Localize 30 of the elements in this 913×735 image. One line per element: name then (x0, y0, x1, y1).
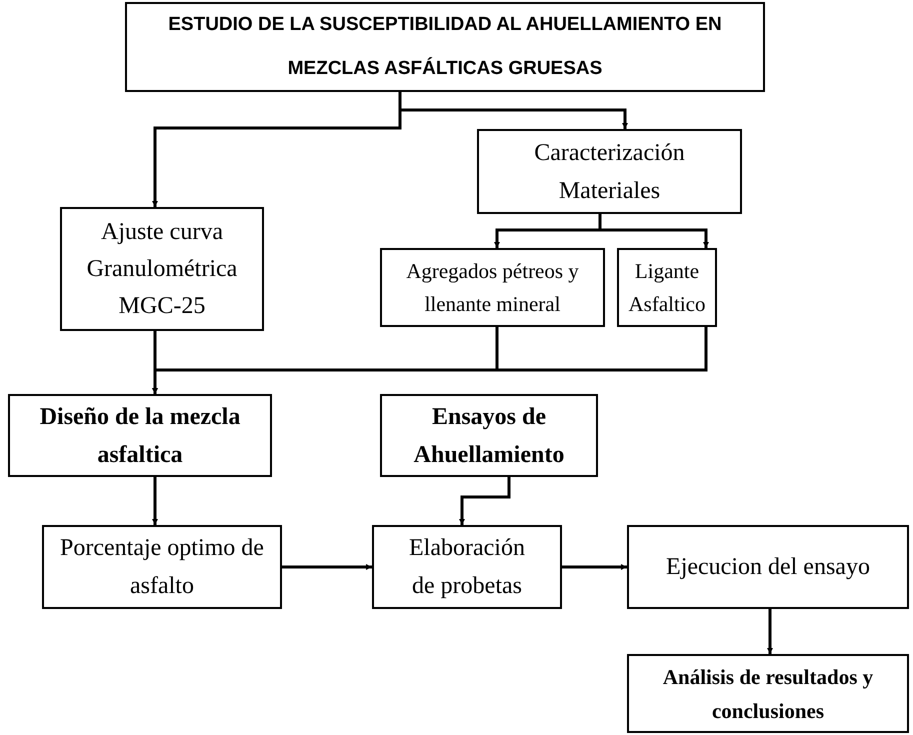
arrow (562, 564, 627, 570)
process-box (60, 207, 264, 331)
box-label: Ajuste curva Granulométrica MGC-25 (86, 218, 238, 320)
process-box (617, 248, 717, 327)
arrow (398, 92, 628, 129)
process-box (627, 654, 909, 733)
process-box (42, 525, 282, 609)
process-box (380, 248, 605, 327)
box-label: Agregados pétreos y llenante mineral (405, 258, 580, 318)
box-label: Ejecucion del ensayo (666, 553, 870, 582)
arrow (152, 327, 708, 394)
process-box (380, 394, 598, 477)
box-label: Ligante Asfaltico (628, 258, 706, 318)
process-box (627, 525, 909, 609)
process-box (477, 129, 742, 214)
arrow (459, 477, 510, 525)
box-label: Análisis de resultados y conclusiones (662, 664, 874, 724)
arrow (767, 609, 773, 654)
process-box (8, 394, 272, 477)
arrow (152, 477, 158, 525)
process-box (372, 525, 562, 609)
box-label: Elaboración de probetas (408, 534, 526, 601)
box-label: Caracterización Materiales (533, 138, 686, 206)
box-label: Porcentaje optimo de asfalto (60, 534, 264, 601)
process-box (125, 2, 765, 92)
box-label: Diseño de la mezcla asfaltica (38, 402, 242, 470)
box-label: Ensayos de Ahuellamiento (412, 402, 566, 470)
box-label: ESTUDIO DE LA SUSCEPTIBILIDAD AL AHUELLAMIENTO EN MEZCLAS ASFÁLTICAS GRUESAS (167, 13, 723, 81)
arrow (282, 564, 372, 570)
arrow (598, 214, 709, 248)
